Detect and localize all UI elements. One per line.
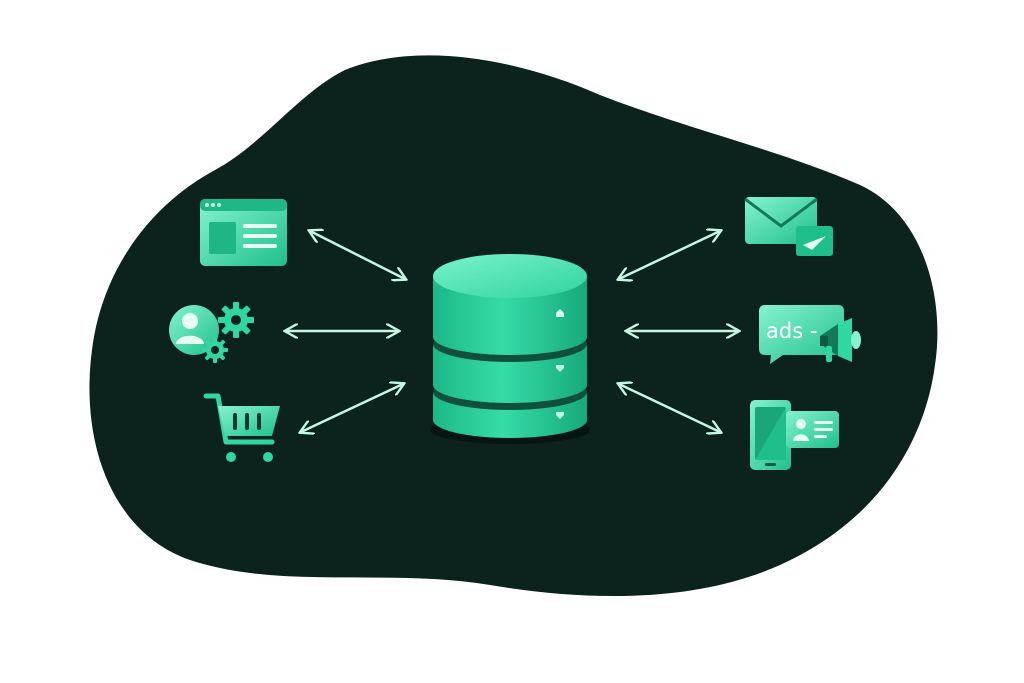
arrow-database-email [619, 231, 720, 279]
envelope-send-icon [744, 197, 833, 256]
user-gears-icon [169, 302, 254, 363]
ads-label: ads - [766, 319, 817, 343]
connection-arrows [286, 231, 738, 432]
phone-contact-card-icon [750, 400, 839, 470]
arrow-cart-database [301, 384, 403, 432]
ads-megaphone-icon: ads - [759, 305, 861, 364]
shopping-cart-icon [203, 393, 280, 462]
arrow-database-mobile [619, 384, 720, 432]
database-icon [430, 254, 590, 444]
database-top [433, 254, 587, 298]
arrow-website-database [310, 231, 405, 279]
browser-window-icon [200, 199, 287, 266]
